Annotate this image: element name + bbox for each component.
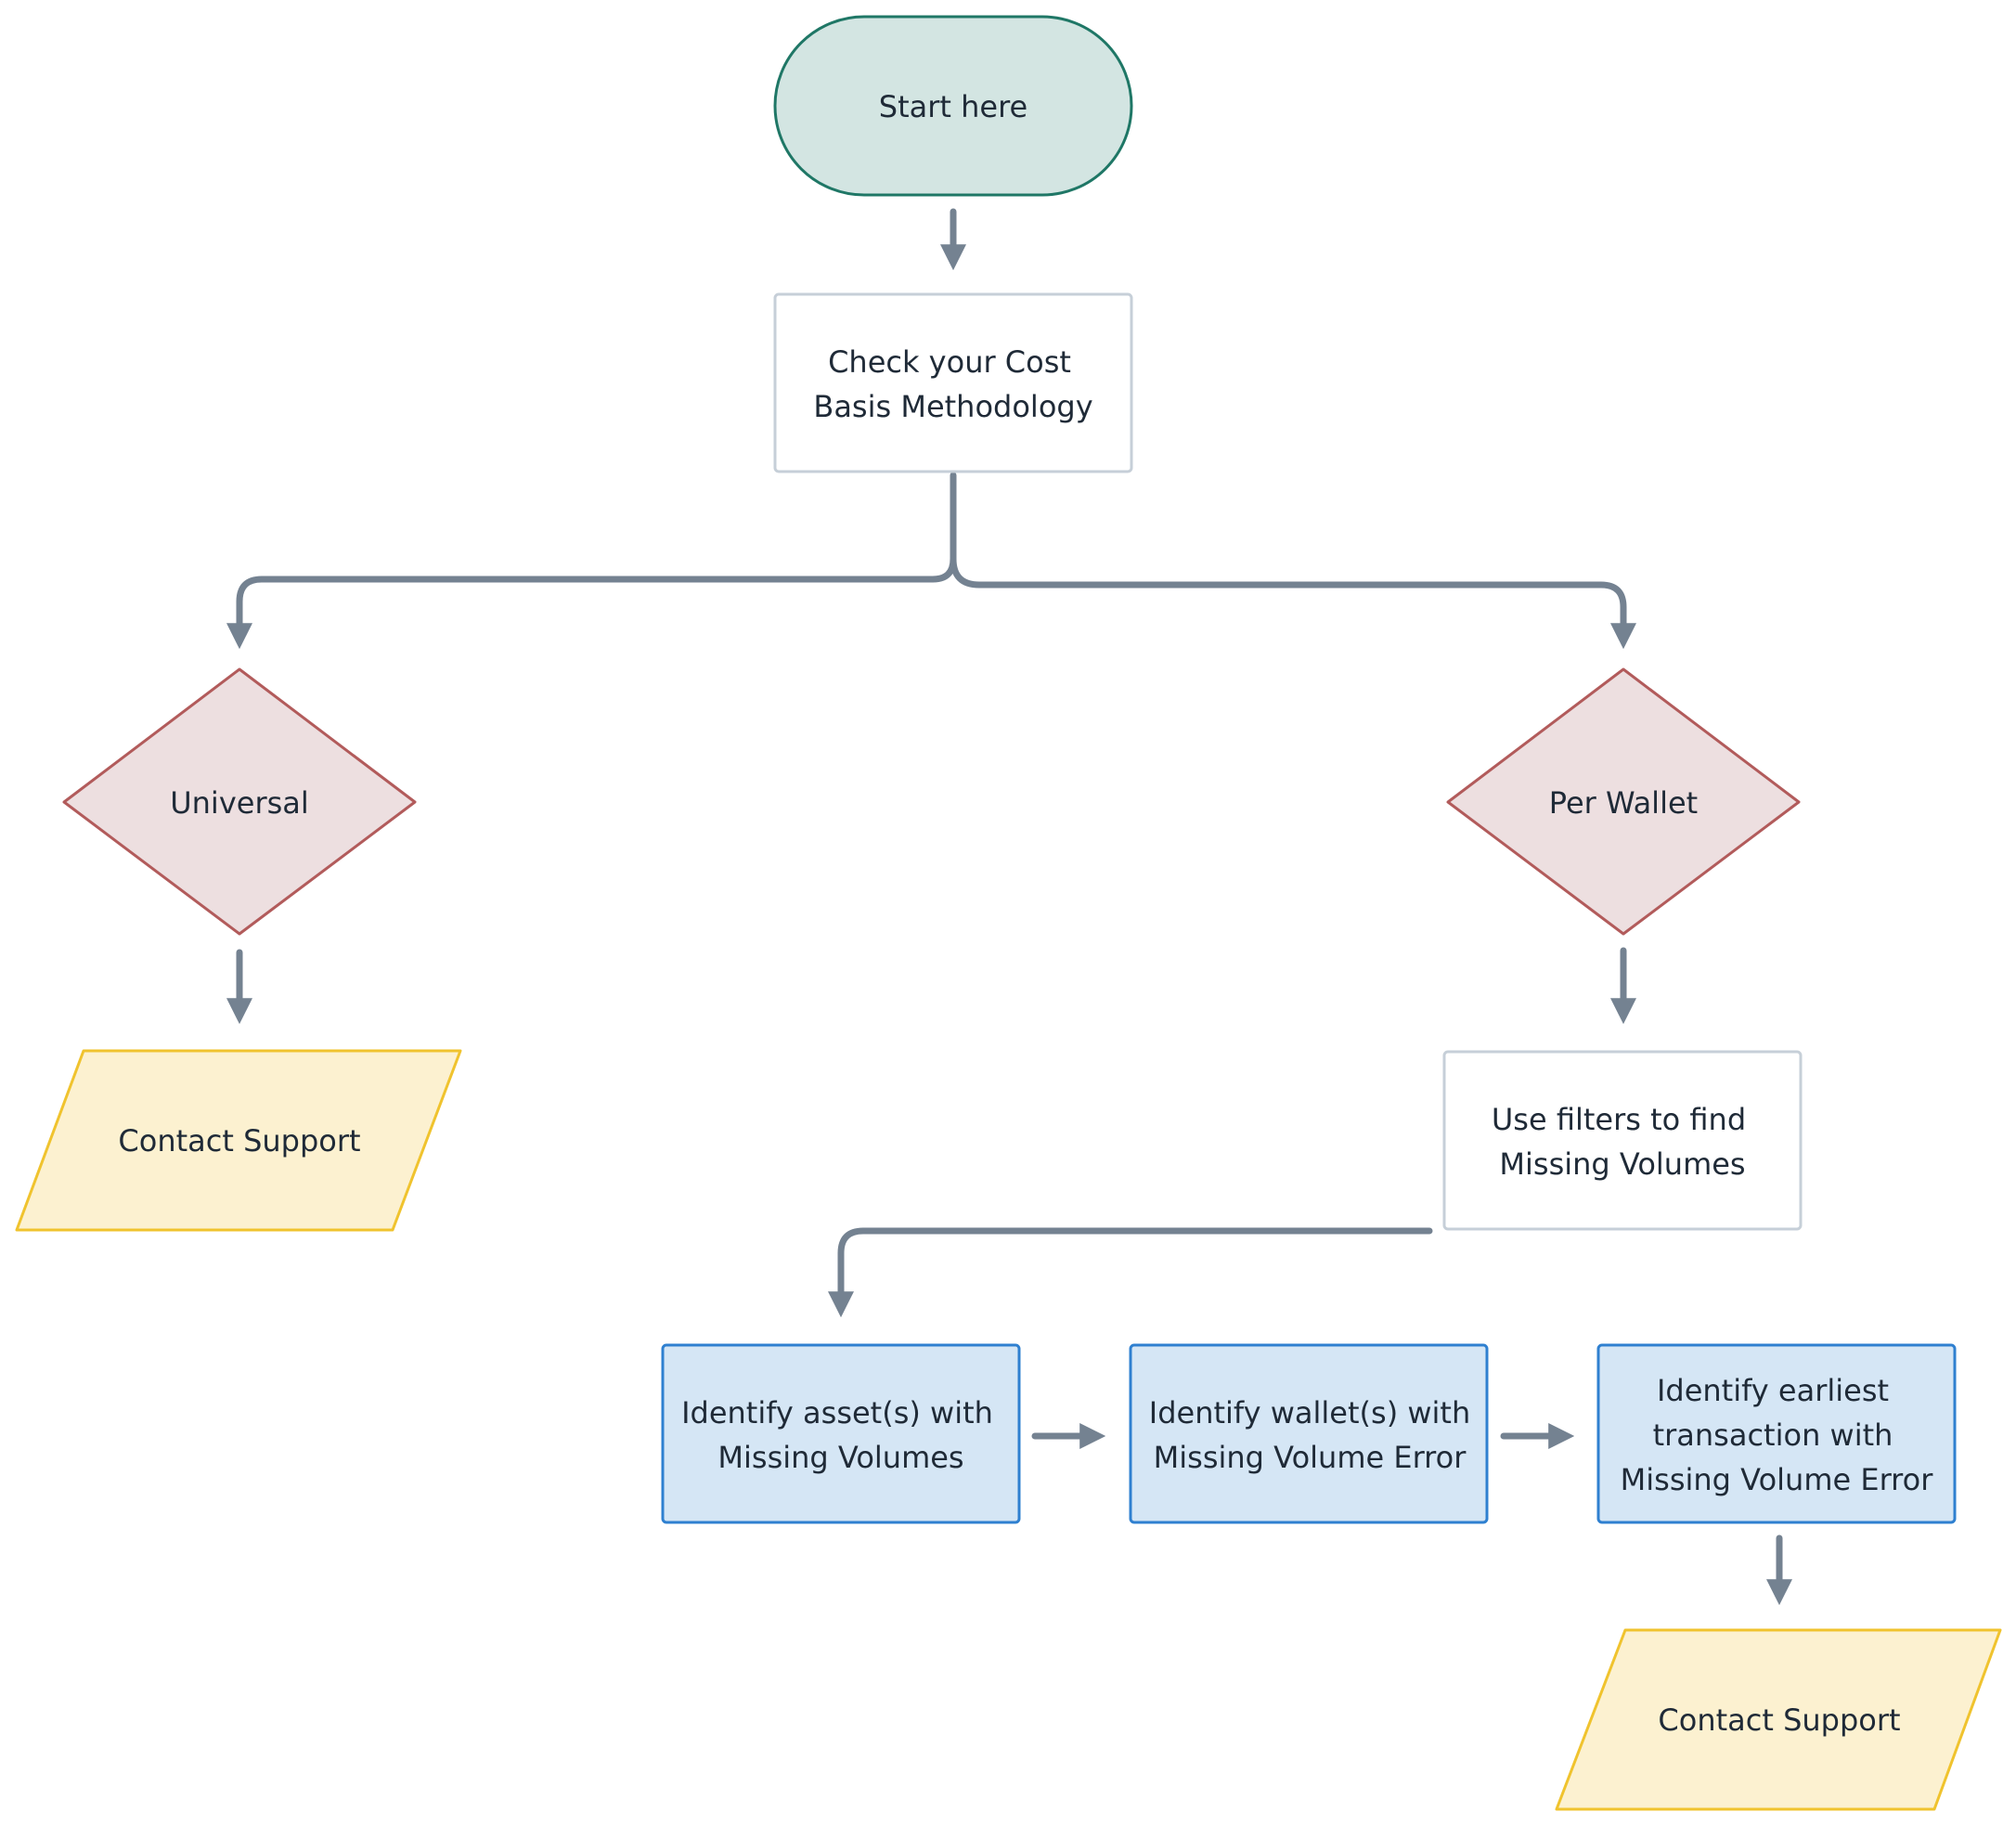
identify-earliest-label-line-2: transaction with [1653, 1417, 1893, 1453]
use-filters-node[interactable]: Use filters to find Missing Volumes [1442, 1050, 1803, 1231]
identify-assets-node[interactable]: Identify asset(s) with Missing Volumes [661, 1343, 1021, 1524]
connectors [226, 208, 1792, 1606]
use-filters-label-line-2: Missing Volumes [1499, 1146, 1745, 1182]
identify-assets-label-line-2: Missing Volumes [717, 1440, 963, 1475]
identify-assets-label-line-1: Identify asset(s) with [681, 1395, 993, 1430]
universal-decision-node[interactable]: Universal [62, 667, 417, 936]
identify-wallets-label-line-2: Missing Volume Error [1154, 1440, 1467, 1475]
edge-check-to-per-wallet [950, 555, 1636, 650]
start-node-label: Start here [879, 89, 1027, 124]
start-node[interactable]: Start here [773, 15, 1133, 197]
per-wallet-decision-label: Per Wallet [1549, 785, 1698, 821]
identify-earliest-label-line-1: Identify earliest [1657, 1373, 1889, 1408]
identify-earliest-node[interactable]: Identify earliest transaction with Missi… [1596, 1343, 1957, 1524]
identify-earliest-label-line-3: Missing Volume Error [1621, 1462, 1934, 1497]
check-cost-basis-node[interactable]: Check your Cost Basis Methodology [773, 292, 1133, 473]
per-wallet-decision-node[interactable]: Per Wallet [1446, 667, 1801, 936]
identify-wallets-label-line-1: Identify wallet(s) with [1149, 1395, 1470, 1430]
contact-support-right-label: Contact Support [1658, 1702, 1900, 1738]
contact-support-left-label: Contact Support [118, 1123, 360, 1158]
check-cost-basis-label-line-1: Check your Cost [828, 344, 1071, 380]
edge-check-to-universal [226, 472, 957, 650]
contact-support-left-node[interactable]: Contact Support [15, 1049, 462, 1232]
universal-decision-label: Universal [170, 785, 309, 821]
contact-support-right-node[interactable]: Contact Support [1555, 1628, 2002, 1811]
edge-use-filters-to-identify-assets [828, 1227, 1433, 1318]
use-filters-label-line-1: Use filters to find [1492, 1102, 1746, 1137]
identify-wallets-node[interactable]: Identify wallet(s) with Missing Volume E… [1129, 1343, 1489, 1524]
check-cost-basis-label-line-2: Basis Methodology [813, 389, 1092, 424]
